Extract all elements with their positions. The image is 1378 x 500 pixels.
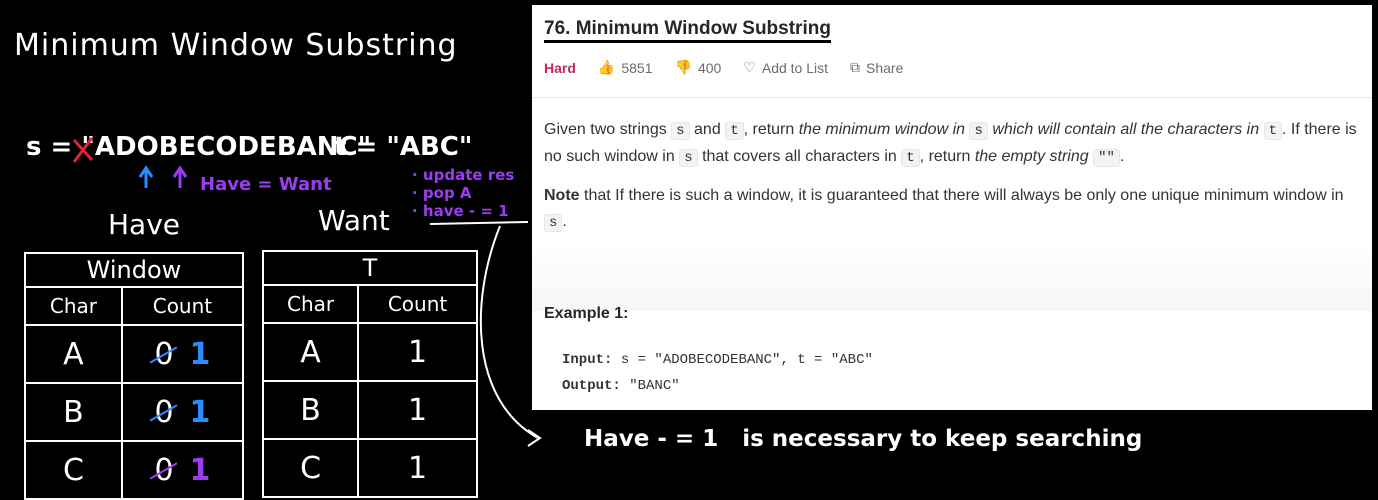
window-table: Window Char Count A 01 B 01 C 01 (24, 252, 245, 500)
share-label: Share (866, 59, 904, 76)
problem-header: 76. Minimum Window Substring Hard 👍 5851… (532, 5, 1372, 98)
description-paragraph: Given two strings s and t, return the mi… (544, 121, 1357, 167)
share-icon: ⧉ (850, 59, 861, 75)
t-header-count: Count (357, 284, 478, 324)
like-button[interactable]: 👍 5851 (598, 59, 653, 76)
problem-title: 76. Minimum Window Substring (544, 18, 831, 43)
window-header-char: Char (24, 286, 123, 326)
add-to-list-label: Add to List (761, 59, 829, 76)
window-char-b: B (24, 382, 123, 442)
t-char-b: B (261, 380, 360, 440)
window-count-a: 01 (120, 324, 245, 384)
add-to-list-button[interactable]: ♡ Add to List (743, 59, 828, 76)
window-count-c: 01 (120, 440, 245, 500)
window-count-b: 01 (120, 382, 245, 442)
arrow-to-footnote (479, 225, 539, 439)
cross-mark (72, 137, 94, 163)
t-table-name: T (262, 250, 478, 286)
problem-description: Given two strings s and t, return the mi… (544, 117, 1358, 248)
t-count-b: 1 (357, 380, 478, 440)
note-pop-a: · pop A (412, 184, 472, 202)
want-label: Want (318, 204, 390, 237)
t-char-c: C (261, 438, 360, 498)
t-count-a: 1 (357, 322, 478, 382)
t-table: T Char Count A 1 B 1 C 1 (261, 250, 478, 498)
example-input: Input: s = "ADOBECODEBANC", t = "ABC" (562, 352, 873, 368)
dislike-button[interactable]: 👎 400 (675, 59, 722, 76)
scroll-fade (532, 241, 1372, 311)
problem-meta: Hard 👍 5851 👎 400 ♡ Add to List ⧉ Share (544, 59, 903, 76)
have-label: Have (108, 208, 181, 241)
t-expression: t = "ABC" (334, 132, 473, 162)
board-title: Minimum Window Substring (14, 28, 458, 63)
thumbs-up-icon: 👍 (597, 59, 616, 75)
example-box: Input: s = "ADOBECODEBANC", t = "ABC" Ou… (544, 347, 1362, 399)
dislike-count: 400 (697, 59, 722, 76)
window-table-name: Window (24, 252, 244, 288)
t-count-c: 1 (357, 438, 478, 498)
window-header-count: Count (120, 286, 245, 326)
left-pointer-icon (138, 165, 154, 188)
note-have-minus: · have - = 1 (412, 202, 509, 220)
arrow-head-icon (527, 429, 542, 447)
t-header-char: Char (261, 284, 360, 324)
t-char-a: A (261, 322, 360, 382)
window-char-a: A (24, 324, 123, 384)
note-paragraph: Note that If there is such a window, it … (544, 187, 1344, 232)
share-button[interactable]: ⧉ Share (850, 59, 903, 76)
heart-icon: ♡ (743, 59, 756, 75)
example-title: Example 1: (544, 305, 629, 322)
footnote: Have - = 1 is necessary to keep searchin… (584, 426, 1143, 452)
right-pointer-icon (172, 165, 188, 188)
difficulty-badge: Hard (544, 59, 576, 76)
thumbs-down-icon: 👎 (674, 59, 692, 75)
problem-panel: 76. Minimum Window Substring Hard 👍 5851… (532, 5, 1372, 410)
have-equals-want-note: Have = Want (200, 174, 332, 195)
example-output: Output: "BANC" (562, 378, 680, 394)
window-char-c: C (24, 440, 123, 500)
notes-underline (429, 221, 529, 225)
like-count: 5851 (621, 59, 653, 76)
note-update-res: · update res (412, 166, 515, 184)
